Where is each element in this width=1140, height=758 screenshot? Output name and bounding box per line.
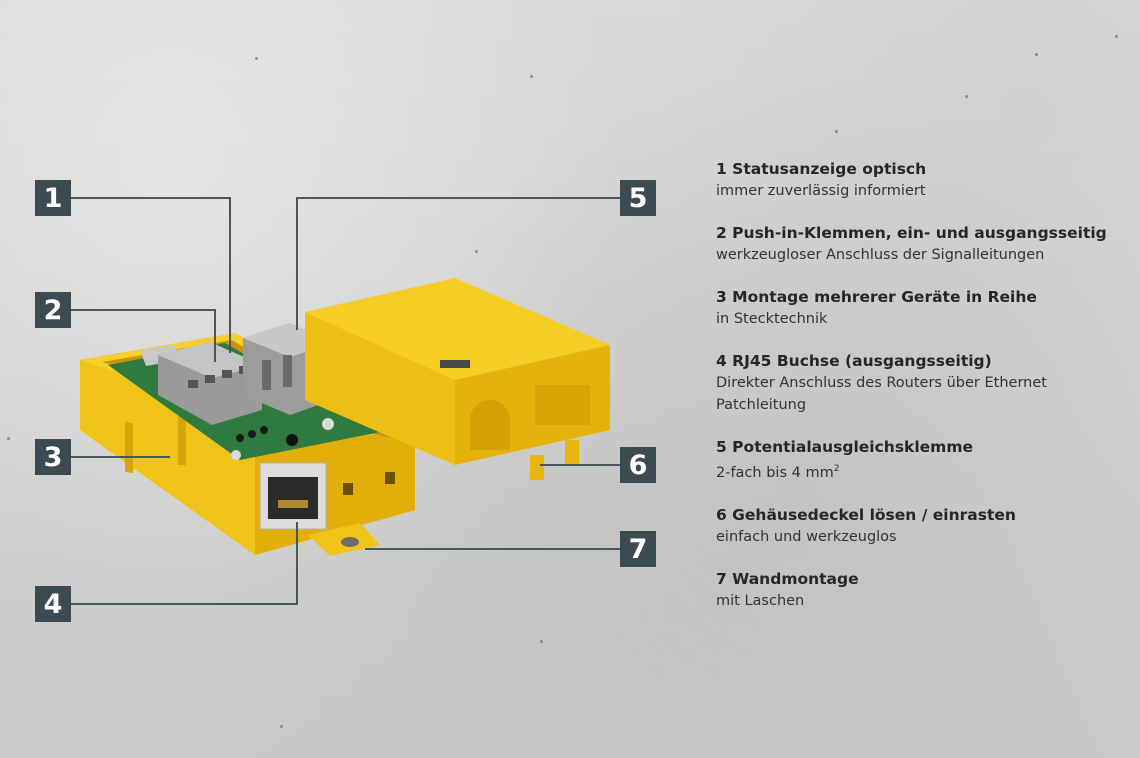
feature-legend: 1 Statusanzeige optisch immer zuverlässi… bbox=[716, 158, 1116, 632]
background-speck bbox=[1115, 35, 1118, 38]
background-speck bbox=[965, 95, 968, 98]
legend-description: werkzeugloser Anschluss der Signalleitun… bbox=[716, 247, 1045, 263]
legend-item: 2 Push-in-Klemmen, ein- und ausgangsseit… bbox=[716, 222, 1116, 266]
legend-title: 7 Wandmontage bbox=[716, 569, 859, 588]
legend-title: 1 Statusanzeige optisch bbox=[716, 160, 927, 178]
background-speck bbox=[255, 57, 258, 60]
callout-badge-6: 6 bbox=[620, 447, 656, 483]
background-speck bbox=[835, 130, 838, 133]
legend-description: in Stecktechnik bbox=[716, 311, 828, 327]
legend-description: 2-fach bis 4 mm2 bbox=[716, 458, 1116, 484]
legend-item: 7 Wandmontage mit Laschen bbox=[716, 568, 1116, 612]
superscript: 2 bbox=[833, 464, 840, 474]
background-speck bbox=[1035, 53, 1038, 56]
legend-item: 5 Potentialausgleichsklemme 2-fach bis 4… bbox=[716, 436, 1116, 484]
legend-title: 2 Push-in-Klemmen, ein- und ausgangsseit… bbox=[716, 224, 1107, 242]
legend-title: 6 Gehäusedeckel lösen / einrasten bbox=[716, 505, 1016, 524]
housing-lid bbox=[305, 278, 610, 480]
legend-item: 6 Gehäusedeckel lösen / einrasten einfac… bbox=[716, 504, 1116, 548]
legend-description: immer zuverlässig informiert bbox=[716, 183, 926, 199]
legend-item: 3 Montage mehrerer Geräte in Reihe in St… bbox=[716, 286, 1116, 330]
callout-badge-1: 1 bbox=[35, 180, 71, 216]
background-speck bbox=[7, 437, 10, 440]
push-in-terminal bbox=[158, 342, 262, 425]
callout-badge-7: 7 bbox=[620, 531, 656, 567]
callout-badge-5: 5 bbox=[620, 180, 656, 216]
legend-title: 4 RJ45 Buchse (ausgangsseitig) bbox=[716, 352, 992, 370]
callout-line-1 bbox=[71, 197, 231, 353]
legend-item: 1 Statusanzeige optisch immer zuverlässi… bbox=[716, 158, 1116, 202]
status-led-icon bbox=[236, 434, 244, 442]
callout-badge-3: 3 bbox=[35, 439, 71, 475]
legend-title: 5 Potentialausgleichsklemme bbox=[716, 438, 973, 456]
callout-badge-2: 2 bbox=[35, 292, 71, 328]
legend-title: 3 Montage mehrerer Geräte in Reihe bbox=[716, 288, 1037, 306]
legend-description: mit Laschen bbox=[716, 592, 805, 609]
background-speck bbox=[280, 725, 283, 728]
background-speck bbox=[530, 75, 533, 78]
callout-line-4 bbox=[71, 522, 298, 605]
legend-description: Direkter Anschluss des Routers über Ethe… bbox=[716, 375, 1047, 413]
callout-line-2 bbox=[71, 309, 216, 362]
callout-badge-4: 4 bbox=[35, 586, 71, 622]
callout-line-5 bbox=[296, 197, 620, 330]
legend-item: 4 RJ45 Buchse (ausgangsseitig) Direkter … bbox=[716, 350, 1116, 416]
background-speck bbox=[540, 640, 543, 643]
wall-mount-tab bbox=[308, 523, 380, 556]
legend-description: einfach und werkzeuglos bbox=[716, 528, 897, 545]
ethernet-port-icon bbox=[259, 462, 327, 530]
background-speck bbox=[475, 250, 478, 253]
legend-description-text: 2-fach bis 4 mm bbox=[716, 464, 834, 481]
